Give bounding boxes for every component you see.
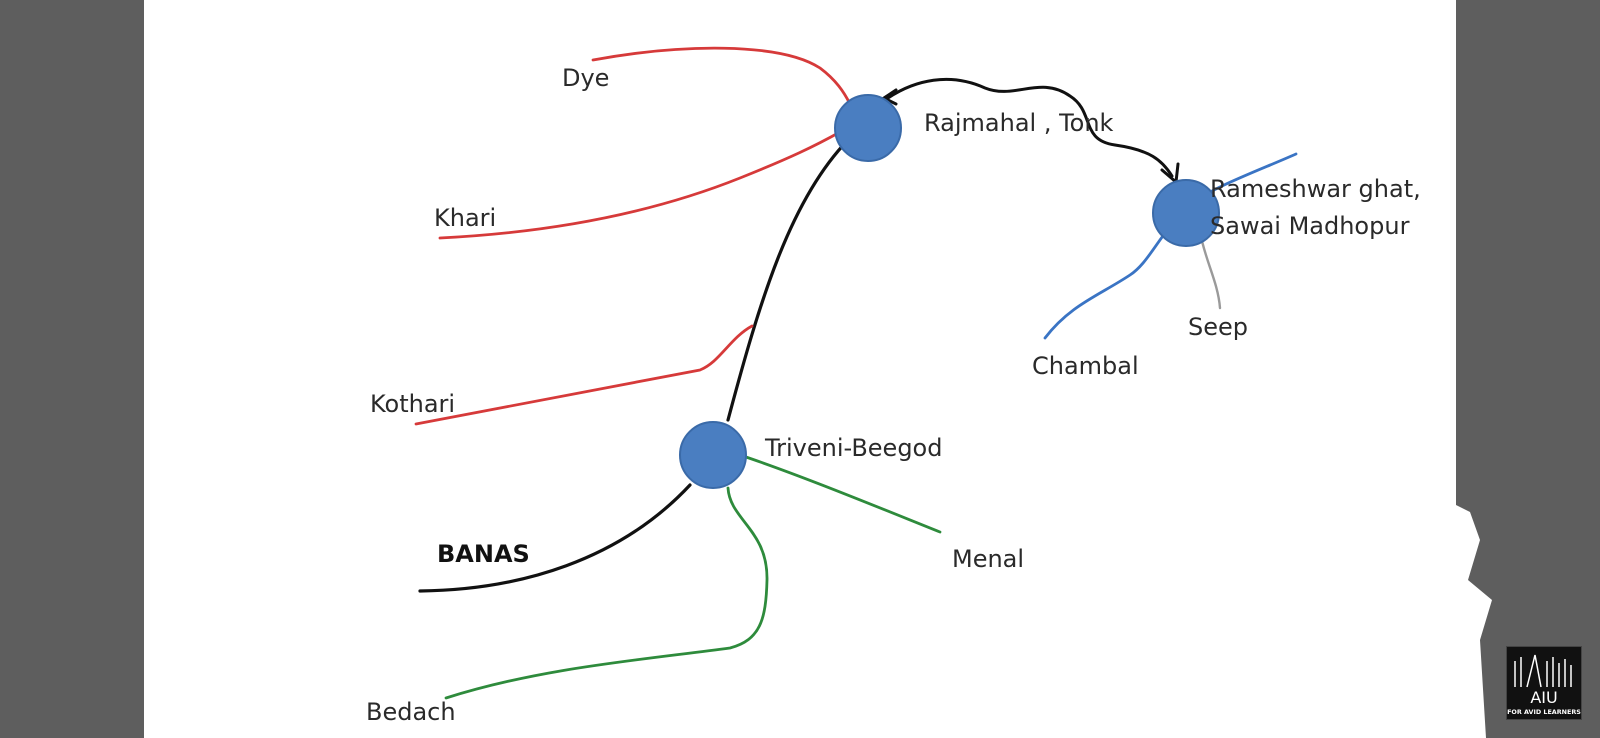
- flow-arrow-line: [886, 77, 1174, 178]
- banas-river-line: [418, 483, 692, 593]
- logo-letters: AIU: [1530, 688, 1557, 707]
- label-kothari: Kothari: [370, 390, 455, 418]
- logo-mark-icon: AIU FOR AVID LEARNERS: [1507, 654, 1581, 716]
- channel-logo: AIU FOR AVID LEARNERS: [1506, 646, 1582, 720]
- bedach-river-line: [444, 486, 769, 700]
- label-chambal: Chambal: [1032, 352, 1139, 380]
- node-rajmahal: [834, 94, 902, 162]
- label-dye: Dye: [562, 64, 609, 92]
- label-banas: BANAS: [437, 540, 530, 568]
- label-menal: Menal: [952, 545, 1024, 573]
- chambal-river-line: [1043, 152, 1298, 340]
- label-seep: Seep: [1188, 313, 1248, 341]
- node-rameshwar-ghat: [1152, 179, 1220, 247]
- logo-tagline: FOR AVID LEARNERS: [1507, 708, 1581, 716]
- label-triveni: Triveni-Beegod: [764, 434, 942, 462]
- khari-river-line: [438, 130, 842, 240]
- menal-river-line: [738, 453, 942, 534]
- label-rameshwar-line2: Sawai Madhopur: [1210, 212, 1410, 240]
- label-rameshwar-line1: Rameshwar ghat,: [1210, 175, 1421, 203]
- node-triveni: [679, 421, 747, 489]
- label-khari: Khari: [434, 204, 496, 232]
- slide-canvas: [144, 0, 1492, 738]
- dye-river-line: [591, 46, 852, 106]
- kothari-river-line: [414, 324, 754, 426]
- label-rajmahal: Rajmahal , Tonk: [924, 109, 1114, 137]
- banas-river-segment-triveni-rajmahal: [726, 138, 850, 422]
- label-bedach: Bedach: [366, 698, 456, 726]
